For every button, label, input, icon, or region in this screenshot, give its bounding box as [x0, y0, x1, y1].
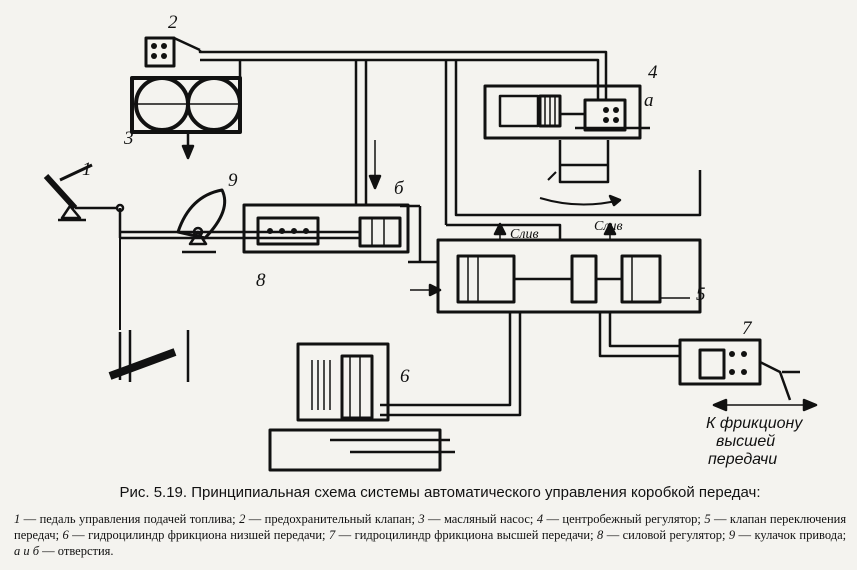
safety-valve [144, 36, 201, 68]
destination-line-2: высшей [716, 433, 775, 450]
label-7: 7 [742, 318, 753, 339]
label-5: 5 [696, 284, 706, 305]
legend-item-4: 4 — центробежный регулятор; [536, 512, 701, 526]
high-gear-line [598, 312, 680, 358]
shift-valve [408, 222, 702, 314]
power-regulator [242, 140, 422, 262]
legend-item-2: 2 — предохранительный клапан; [239, 512, 415, 526]
legend-item-3: 3 — масляный насос; [418, 512, 534, 526]
centrifugal-governor [483, 84, 650, 207]
label-b: б [394, 178, 405, 199]
schematic-diagram: 1 2 3 4 5 6 7 8 9 а б Слив Слив К фрикци… [43, 12, 818, 472]
legend-item-7: 7 — гидроцилиндр фрикциона высшей переда… [328, 528, 594, 542]
destination-line-1: К фрикциону [706, 415, 803, 432]
oil-pump [130, 76, 242, 160]
legend-item-6: 6 — гидроцилиндр фрикциона низшей переда… [62, 528, 326, 542]
lower-lever [108, 238, 190, 382]
legend-item-holes: а и б — отверстия. [14, 544, 114, 558]
drain-label-left: Слив [510, 227, 539, 242]
legend-item-9: 9 — кулачок привода; [728, 528, 847, 542]
drain-label-right: Слив [594, 219, 623, 234]
pressure-line [198, 50, 702, 240]
figure-caption: Рис. 5.19. Принципиальная схема системы … [119, 484, 761, 501]
label-4: 4 [648, 62, 658, 83]
label-6: 6 [400, 366, 410, 387]
legend-item-5: 5 — клапан переключения передач; [14, 512, 847, 542]
label-2: 2 [168, 12, 178, 33]
label-1: 1 [82, 159, 92, 180]
low-gear-cylinder [268, 342, 455, 472]
fuel-pedal [43, 163, 125, 238]
label-8: 8 [256, 270, 266, 291]
low-gear-line [380, 312, 522, 417]
label-9: 9 [228, 170, 238, 191]
destination-line-3: передачи [708, 451, 777, 468]
label-a: а [644, 90, 654, 111]
figure-legend: 1 — педаль управления подачей топлива; 2… [14, 511, 846, 559]
high-gear-cylinder [678, 338, 818, 412]
drive-cam [120, 188, 360, 254]
legend-item-8: 8 — силовой регулятор; [597, 528, 726, 542]
legend-item-1: 1 — педаль управления подачей топлива; [14, 512, 236, 526]
label-3: 3 [123, 128, 134, 149]
